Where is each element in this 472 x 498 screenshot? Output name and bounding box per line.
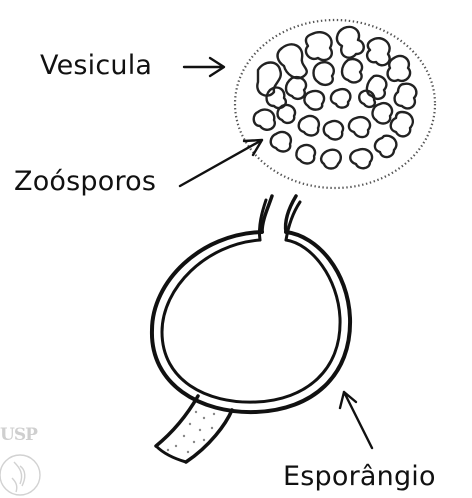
- label-vesicula: Vesicula: [40, 52, 152, 79]
- sporangium: [152, 196, 350, 462]
- vesicula-arrow-icon: [184, 58, 224, 76]
- label-arrows: [180, 58, 372, 448]
- sporangium-inner-wall: [162, 240, 340, 402]
- zoosporos-arrow-icon: [180, 140, 262, 186]
- basal-stalk-end: [156, 446, 186, 462]
- basal-stalk-right: [186, 410, 232, 462]
- usp-logo: USP: [0, 425, 37, 445]
- esporangio-arrow-icon: [340, 392, 372, 448]
- usp-emblem: [0, 455, 40, 495]
- sporangium-outer-wall: [152, 232, 350, 412]
- zoospore-cluster: [254, 27, 417, 169]
- basal-stalk-texture: [167, 411, 215, 453]
- label-esporangio: Esporângio: [283, 463, 436, 490]
- basal-stalk-left: [156, 396, 198, 446]
- label-zoosporos: Zoósporos: [14, 168, 156, 195]
